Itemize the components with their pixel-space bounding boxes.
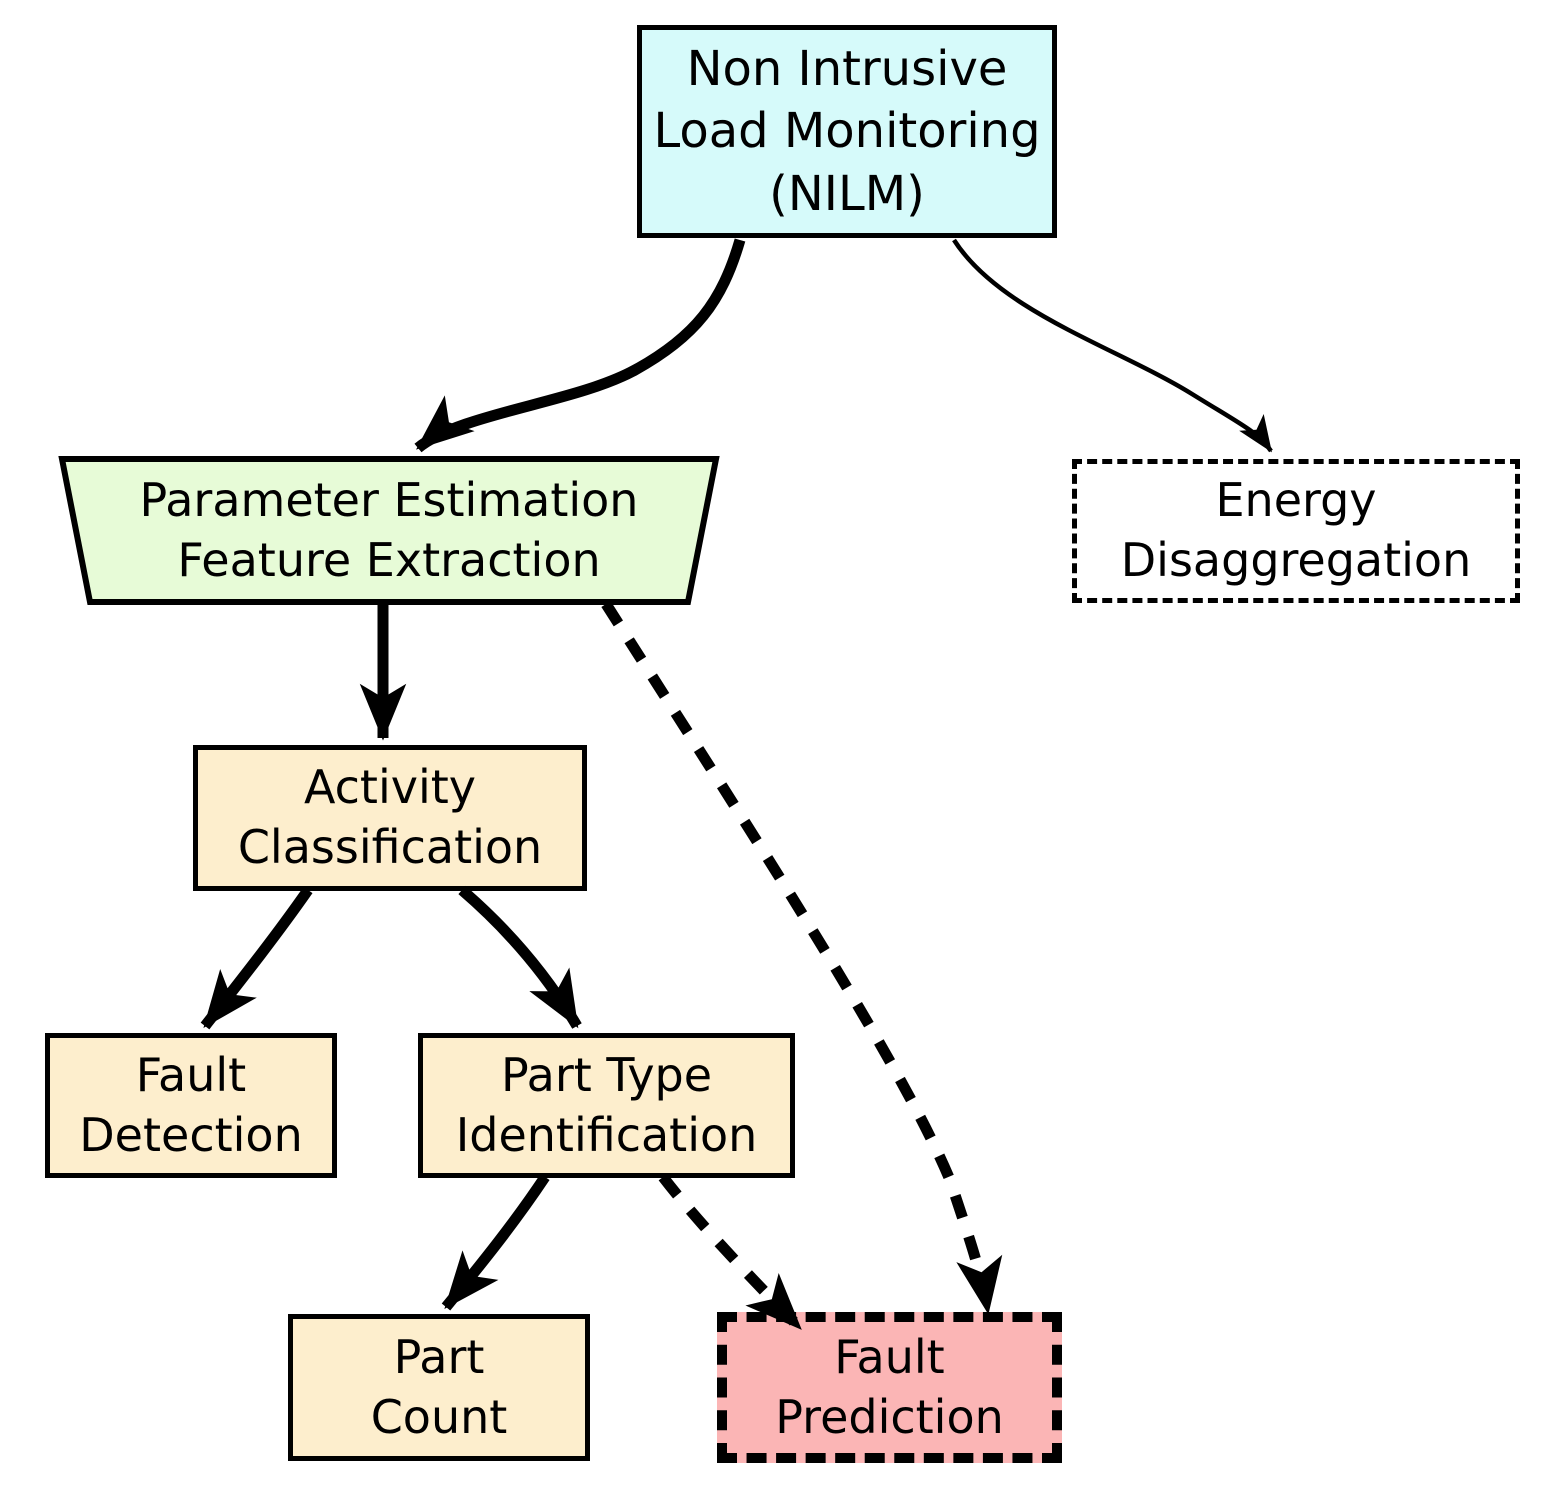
node-part-count-line-2: Count	[370, 1389, 508, 1444]
node-part-type-identification-line-1: Part Type	[500, 1047, 713, 1102]
node-energy-disaggregation-line-2: Disaggregation	[1120, 533, 1472, 587]
node-nilm-line-2: Load Monitoring	[653, 103, 1041, 160]
node-parameter-estimation-line-1: Parameter Estimation	[139, 473, 639, 528]
node-activity-classification: Activity Classification	[193, 745, 587, 891]
node-activity-classification-line-2: Classification	[237, 820, 543, 874]
node-parameter-estimation: Parameter Estimation Feature Extraction	[62, 459, 716, 603]
node-activity-classification-line-1: Activity	[303, 760, 477, 815]
node-energy-disaggregation: Energy Disaggregation	[1072, 459, 1520, 603]
node-fault-detection: Fault Detection	[45, 1033, 337, 1178]
node-nilm: Non Intrusive Load Monitoring (NILM)	[637, 25, 1057, 238]
node-part-count-line-1: Part	[393, 1329, 485, 1384]
node-fault-prediction-line-2: Prediction	[775, 1389, 1004, 1444]
node-fault-prediction-line-1: Fault	[834, 1329, 945, 1384]
node-fault-detection-line-2: Detection	[79, 1107, 303, 1162]
node-parameter-estimation-line-2: Feature Extraction	[177, 533, 601, 587]
node-fault-detection-line-1: Fault	[135, 1047, 247, 1102]
node-nilm-line-3: (NILM)	[769, 165, 925, 222]
node-nilm-line-1: Non Intrusive	[686, 40, 1008, 97]
node-fault-prediction: Fault Prediction	[717, 1312, 1062, 1463]
node-part-type-identification: Part Type Identification	[418, 1033, 795, 1178]
node-part-count: Part Count	[288, 1314, 590, 1461]
node-part-type-identification-line-2: Identification	[455, 1107, 758, 1162]
node-energy-disaggregation-line-1: Energy	[1215, 473, 1377, 528]
